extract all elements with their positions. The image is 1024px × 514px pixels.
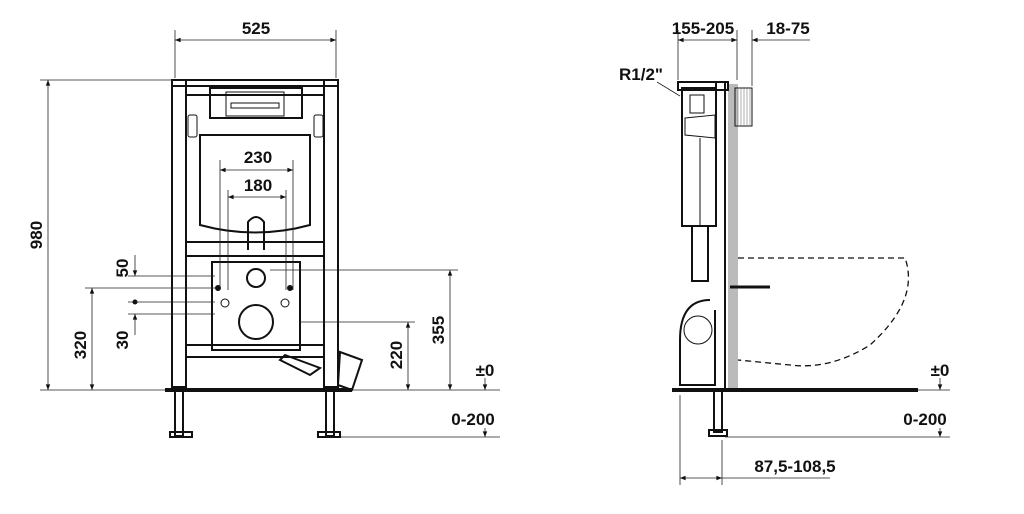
front-dimensions: [40, 30, 500, 438]
dim-width-total: 525: [242, 19, 270, 38]
dim-plate-inner: 180: [244, 176, 272, 195]
dim-drain-height: 220: [387, 341, 406, 369]
dim-offset-upper: 50: [113, 259, 132, 278]
side-floor-level: ±0: [931, 361, 950, 380]
side-dimensions: [656, 30, 950, 485]
dim-foot-depth: 87,5-108,5: [754, 457, 835, 476]
dim-offset-lower: 30: [113, 331, 132, 350]
side-view: [672, 81, 918, 437]
dim-plate-outer: 230: [244, 148, 272, 167]
dim-height-total: 980: [27, 221, 46, 249]
dim-frame-depth: 155-205: [672, 19, 734, 38]
water-connection-label: R1/2": [619, 65, 663, 84]
side-foot-adjustment: 0-200: [903, 410, 946, 429]
dim-connection-height: 320: [71, 331, 90, 359]
front-view-frame: [165, 79, 364, 438]
dim-outlet-height: 355: [429, 316, 448, 344]
front-foot-adjustment: 0-200: [451, 410, 494, 429]
front-floor-level: ±0: [476, 361, 495, 380]
dim-wall-thickness: 18-75: [766, 19, 809, 38]
